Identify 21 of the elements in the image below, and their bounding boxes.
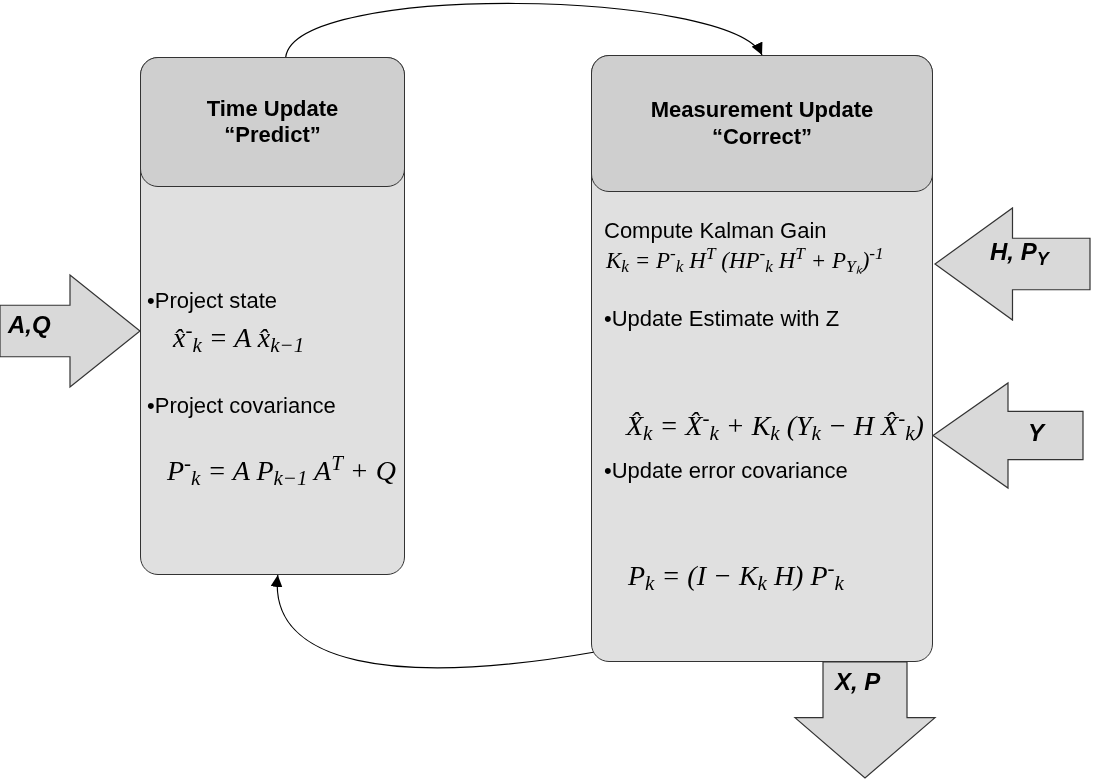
formula: P$^{-}$$_{k}$ = A P$_{k−1}$ A$^{T}$ + Q	[167, 453, 396, 490]
formula: X̂$_{k}$ = X̂$^{-}$$_{k}$ + K$_{k}$ (Y$_{k}$ − H X̂$^{-}$$_{k}$)	[626, 408, 924, 445]
arrow-label: Y	[1028, 421, 1044, 445]
curved-arrow	[272, 574, 596, 669]
header-title: Time Update “Predict”	[205, 95, 340, 149]
bullet-text: •Update Estimate with Z	[604, 306, 840, 333]
bullet-text: •Project covariance	[147, 393, 336, 420]
formula: x̂$^{-}$$_{k}$ = A x̂$_{k−1}$	[173, 320, 305, 357]
header-box	[591, 55, 933, 192]
arrow-label: A,Q	[8, 313, 51, 337]
arrow-label: H, P$_{Y}$	[990, 240, 1049, 264]
header-title: Measurement Update “Correct”	[649, 97, 875, 150]
arrow-label: X, P	[835, 670, 881, 694]
process-panel	[140, 57, 405, 575]
header-box	[140, 57, 405, 187]
curved-arrow	[285, 2, 763, 58]
bullet-text: •Update error covariance	[604, 458, 848, 485]
process-panel	[591, 55, 933, 662]
formula: K$_{k}$ = P$^{-}$$_{k}$ H$^{T}$ (HP$^{-}$$_{k}$ H$^{T}$ + P$_{Yₖ}$)$^{-1}$	[606, 246, 884, 276]
bullet-text: Compute Kalman Gain	[604, 218, 827, 245]
bullet-text: •Project state	[147, 288, 277, 315]
